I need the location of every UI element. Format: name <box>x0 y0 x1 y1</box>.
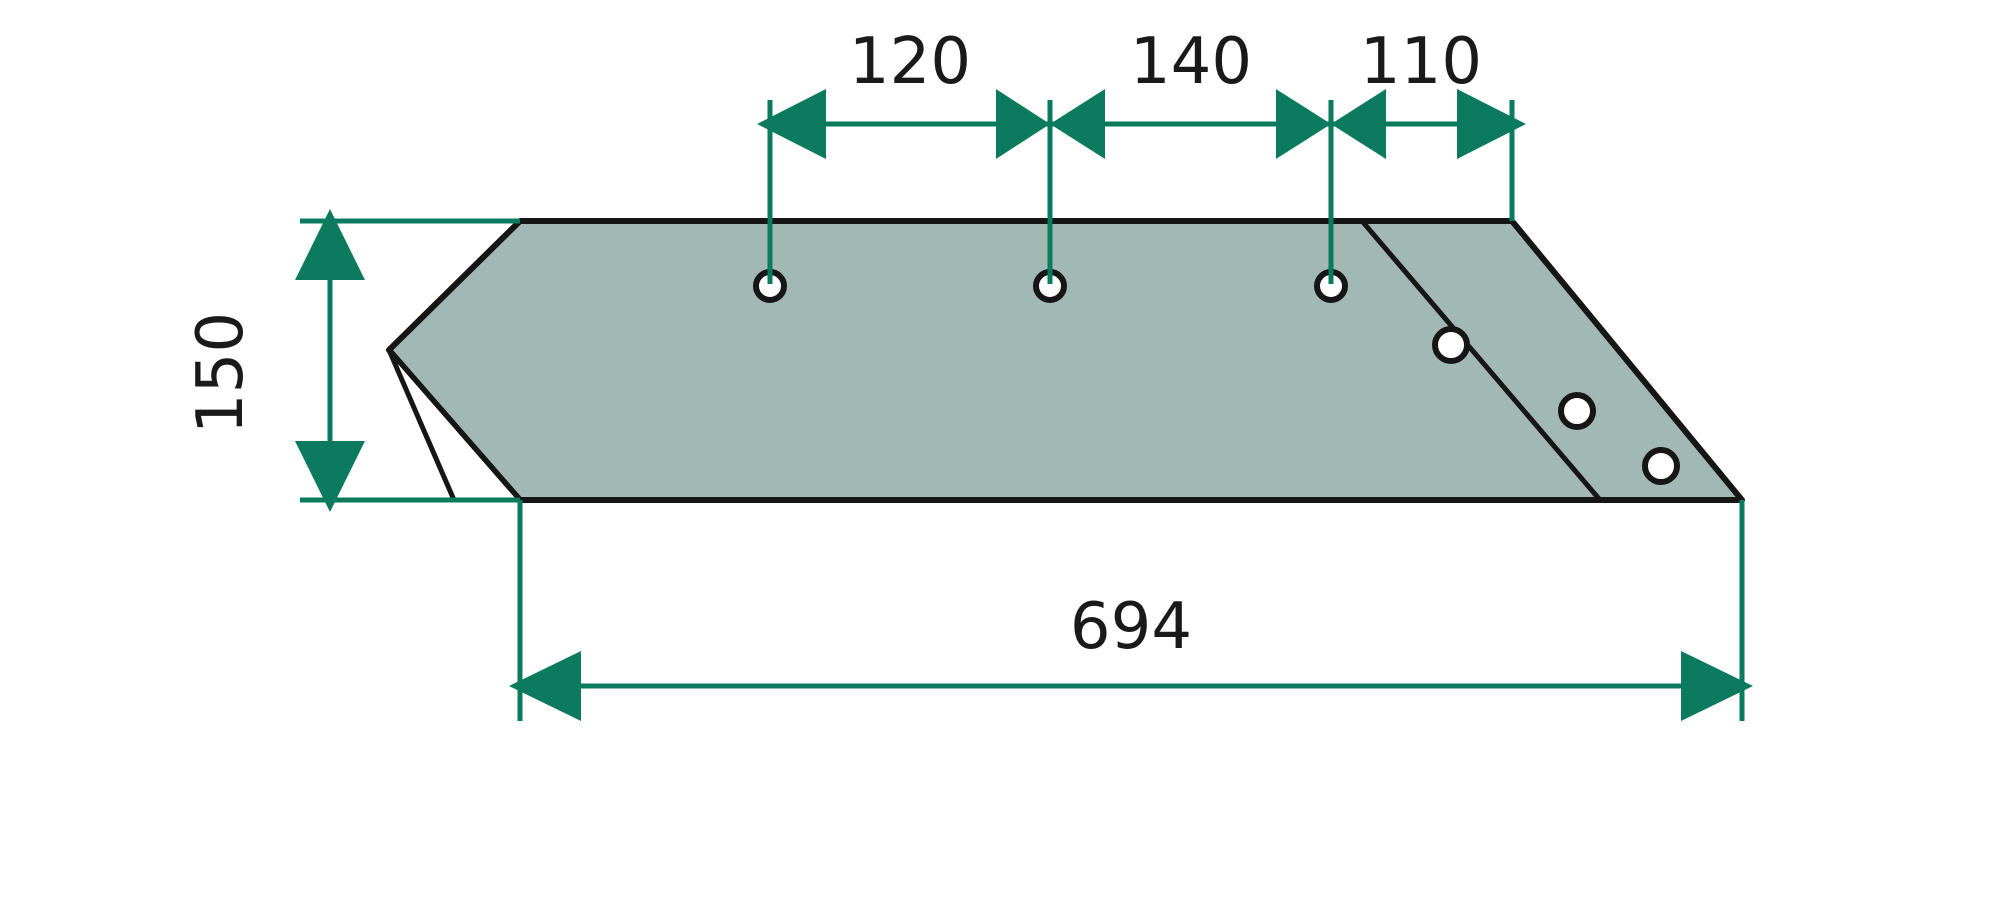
arrowhead <box>996 89 1050 159</box>
share-body <box>389 221 1742 500</box>
dimension-694: 694 <box>509 500 1753 721</box>
tip-diagonal <box>386 347 523 503</box>
wear-edge-line <box>1359 218 1603 503</box>
arrowhead <box>1276 89 1331 159</box>
arrowhead <box>1681 651 1753 721</box>
dimension-120: 120 <box>757 25 1050 159</box>
plough-share-part <box>386 218 1745 503</box>
bolt-hole <box>1558 392 1596 430</box>
dimension-110: 110 <box>1331 25 1526 159</box>
arrowhead <box>1457 89 1526 159</box>
arrowhead <box>295 441 365 512</box>
dimension-label-694: 694 <box>1070 590 1192 664</box>
share-outline <box>386 218 1745 503</box>
arrowhead <box>509 651 581 721</box>
dimension-150: 150 <box>184 209 520 512</box>
dimension-label-140: 140 <box>1130 25 1252 99</box>
dimension-label-110: 110 <box>1360 25 1482 99</box>
dimension-label-120: 120 <box>849 25 971 99</box>
arrowhead <box>1050 89 1105 159</box>
bolt-hole <box>1642 447 1680 485</box>
arrowhead <box>295 209 365 280</box>
dimension-label-150: 150 <box>184 312 258 434</box>
arrowhead <box>757 89 826 159</box>
dimension-140: 140 <box>1050 25 1331 159</box>
bolt-holes <box>753 269 1680 485</box>
tip-edge <box>386 347 457 503</box>
bolt-hole <box>1432 326 1470 364</box>
arrowhead <box>1331 89 1386 159</box>
